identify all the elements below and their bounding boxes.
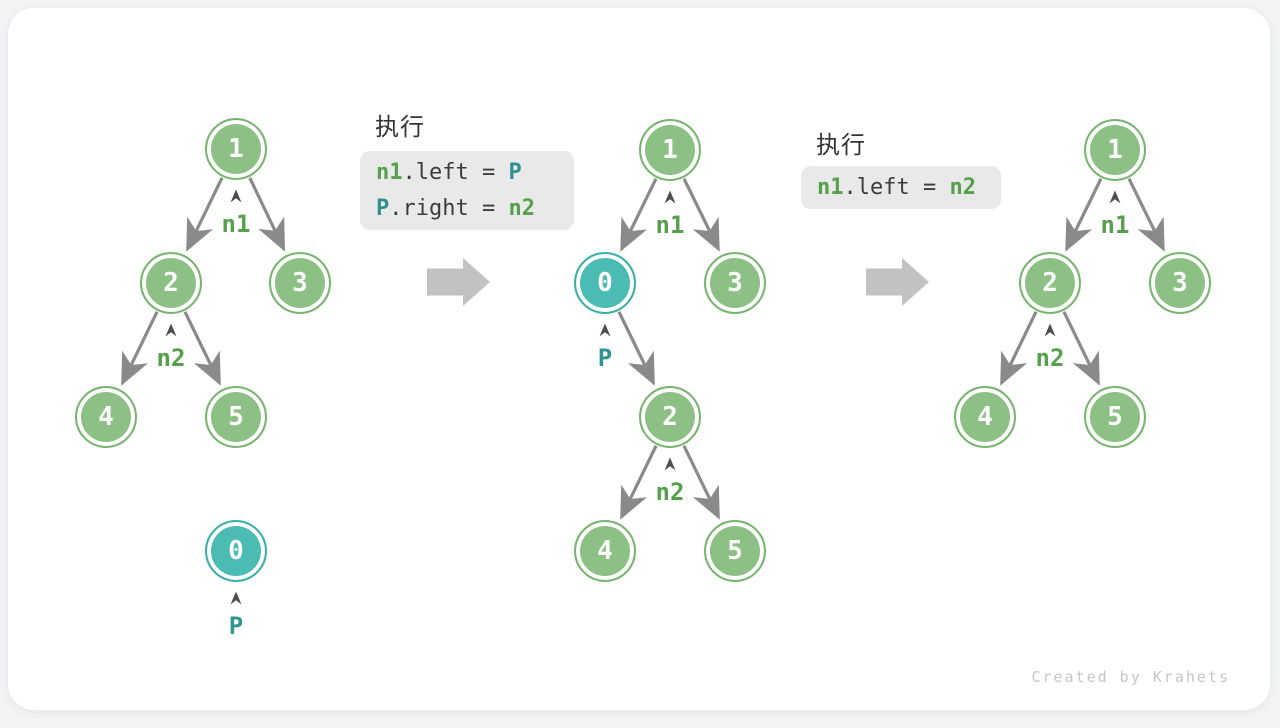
node-value: 4 (977, 402, 993, 432)
pointer-label-n1: n1 (655, 211, 685, 239)
node-value: 5 (727, 536, 743, 566)
node-value: 3 (1172, 268, 1188, 298)
tree-edge (1065, 178, 1103, 252)
code-token: .right = (389, 195, 509, 221)
pointer-label-P: P (597, 344, 613, 372)
code-token: n1 (376, 159, 403, 185)
exec-label: 执行 (816, 131, 866, 159)
pointer-label-P: P (228, 612, 244, 640)
code-token: P (376, 195, 390, 221)
node-value: 4 (597, 536, 613, 566)
code-snippet: n1.left = n2 (801, 166, 1001, 209)
code-token: .left = (843, 174, 950, 200)
tree-node-1-tree-during-insert: 1 (639, 119, 701, 181)
tree-node-1-tree-before: 1 (205, 118, 267, 180)
tree-edge (248, 177, 286, 252)
node-value: 4 (98, 402, 114, 432)
tree-edge (682, 178, 720, 252)
code-token: P (508, 159, 522, 185)
tree-node-2-tree-before: 2 (140, 252, 202, 314)
node-value: 3 (292, 268, 308, 298)
node-value: 5 (228, 402, 244, 432)
code-line: n1.left = P (376, 155, 558, 191)
code-line: P.right = n2 (376, 191, 558, 227)
edges-and-arrows-layer (121, 177, 1165, 605)
tree-node-3-tree-after-remove: 3 (1149, 252, 1211, 314)
pointer-label-n1: n1 (1100, 211, 1130, 239)
tree-node-3-tree-before: 3 (269, 252, 331, 314)
tree-node-5-tree-after-remove: 5 (1084, 386, 1146, 448)
tree-node-2-tree-after-remove: 2 (1019, 252, 1081, 314)
tree-edge (1062, 311, 1100, 386)
node-value: 1 (662, 135, 678, 165)
transition-arrow-icon (866, 258, 929, 306)
tree-edge (682, 445, 720, 520)
pointer-caret-icon (1044, 323, 1056, 337)
watermark-credit: Created by Krahets (1031, 668, 1230, 686)
pointer-caret-icon (664, 190, 676, 204)
pointer-caret-icon (165, 323, 177, 337)
tree-node-3-tree-during-insert: 3 (704, 252, 766, 314)
tree-node-4-tree-before: 4 (75, 386, 137, 448)
code-token: .left = (402, 159, 509, 185)
node-value: 5 (1107, 402, 1123, 432)
pointer-label-n2: n2 (655, 478, 685, 506)
node-value: 1 (1107, 135, 1123, 165)
pointer-label-n1: n1 (221, 210, 251, 238)
node-value: 3 (727, 268, 743, 298)
tree-edge (121, 311, 159, 386)
pointer-caret-icon (1109, 190, 1121, 204)
tree-node-5-tree-before: 5 (205, 386, 267, 448)
tree-node-4-tree-during-insert: 4 (574, 520, 636, 582)
node-value: 2 (163, 268, 179, 298)
tree-node-0-tree-during-insert: 0 (574, 252, 636, 314)
pointer-caret-icon (599, 323, 611, 337)
node-value: 0 (228, 536, 244, 566)
pointer-caret-icon (230, 189, 242, 203)
node-value: 0 (597, 268, 613, 298)
tree-edge (186, 177, 224, 252)
code-token: n2 (949, 174, 976, 200)
node-value: 2 (1042, 268, 1058, 298)
pointer-caret-icon (230, 591, 242, 605)
transition-arrow-icon (427, 258, 490, 306)
tree-node-0-tree-before: 0 (205, 520, 267, 582)
pointer-label-n2: n2 (156, 344, 186, 372)
tree-edge (620, 178, 658, 252)
tree-node-2-tree-during-insert: 2 (639, 386, 701, 448)
code-line: n1.left = n2 (817, 170, 985, 206)
pointer-label-n2: n2 (1035, 344, 1065, 372)
tree-node-4-tree-after-remove: 4 (954, 386, 1016, 448)
node-value: 2 (662, 402, 678, 432)
tree-edge (617, 311, 655, 386)
exec-label: 执行 (375, 113, 425, 141)
code-token: n2 (508, 195, 535, 221)
tree-node-5-tree-during-insert: 5 (704, 520, 766, 582)
tree-edge (183, 311, 221, 386)
tree-node-1-tree-after-remove: 1 (1084, 119, 1146, 181)
code-token: n1 (817, 174, 844, 200)
pointer-caret-icon (664, 457, 676, 471)
tree-edge (1000, 311, 1038, 386)
tree-edge (1127, 178, 1165, 252)
node-value: 1 (228, 134, 244, 164)
tree-edge (620, 445, 658, 520)
